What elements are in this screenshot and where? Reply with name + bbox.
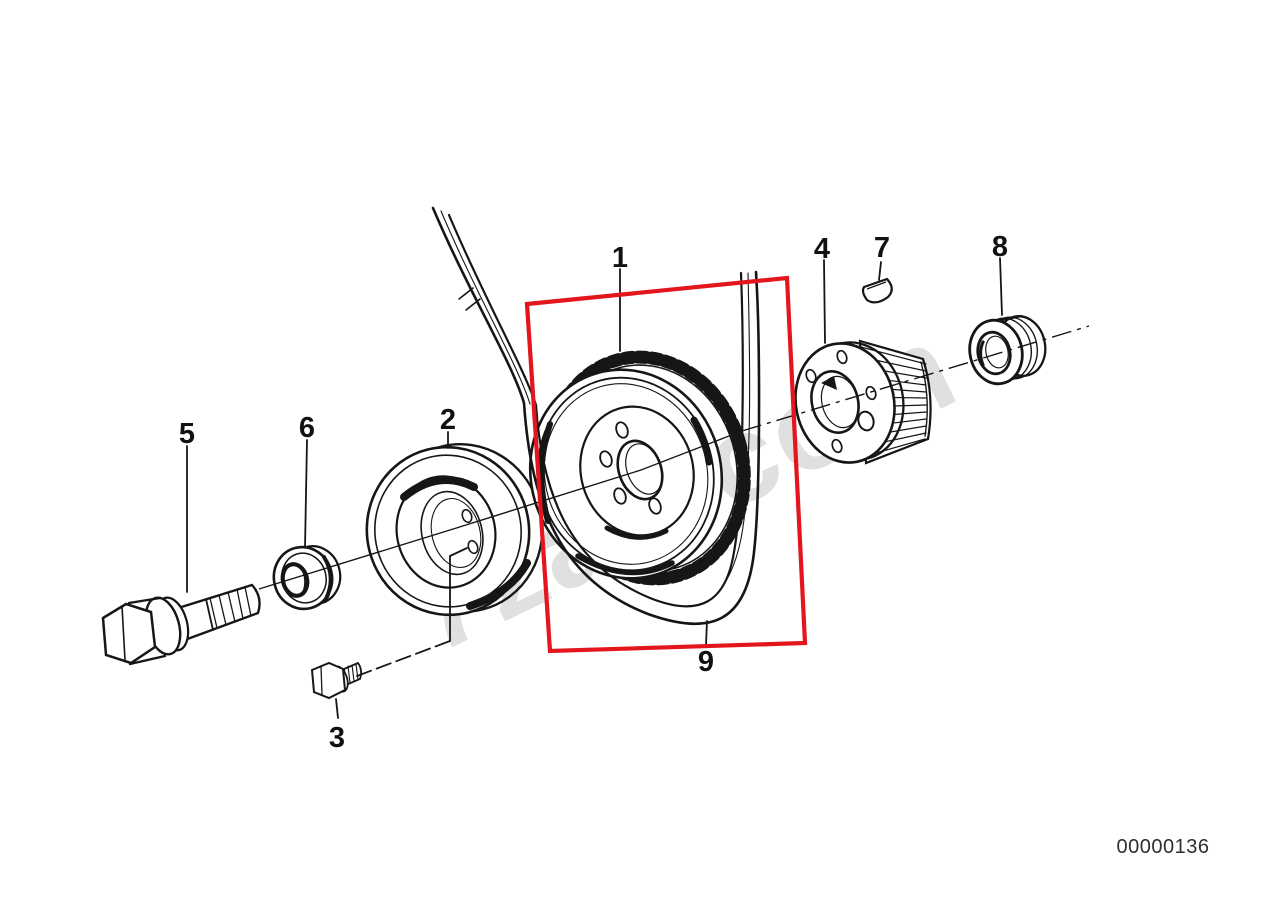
callout-leader-4 bbox=[823, 259, 826, 344]
callout-leader-3-long bbox=[356, 640, 451, 677]
woodruff-key-drawing bbox=[861, 277, 893, 304]
sprocket-hub-drawing bbox=[794, 339, 932, 465]
highlight-box bbox=[524, 275, 808, 654]
callout-leader-3-long-b bbox=[449, 547, 468, 642]
callout-leader-8 bbox=[999, 257, 1003, 316]
belt-drawing bbox=[431, 206, 761, 626]
part-callout-2: 2 bbox=[440, 404, 456, 436]
part-callout-6: 6 bbox=[299, 412, 315, 444]
callout-leader-3 bbox=[335, 698, 339, 719]
washer-drawing bbox=[272, 545, 342, 611]
part-callout-1: 1 bbox=[612, 242, 628, 274]
axis-centerline bbox=[258, 325, 1090, 590]
callout-leader-9 bbox=[705, 620, 708, 646]
callout-leader-7 bbox=[878, 261, 882, 281]
callout-labels: 1 2 3 4 5 6 7 8 9 bbox=[179, 231, 1008, 754]
part-callout-4: 4 bbox=[814, 233, 830, 265]
part-callout-8: 8 bbox=[992, 231, 1008, 263]
callout-leader-6 bbox=[304, 439, 308, 549]
doc-number: 00000136 bbox=[1117, 836, 1210, 858]
part-callout-5: 5 bbox=[179, 418, 195, 450]
part-callout-7: 7 bbox=[874, 232, 890, 264]
callout-leaders bbox=[186, 257, 1003, 719]
part-callout-9: 9 bbox=[698, 646, 714, 678]
bolt-drawing bbox=[101, 583, 261, 666]
part-callout-3: 3 bbox=[329, 722, 345, 754]
bushing-drawing bbox=[968, 314, 1047, 386]
small-bolt-drawing bbox=[310, 661, 363, 700]
